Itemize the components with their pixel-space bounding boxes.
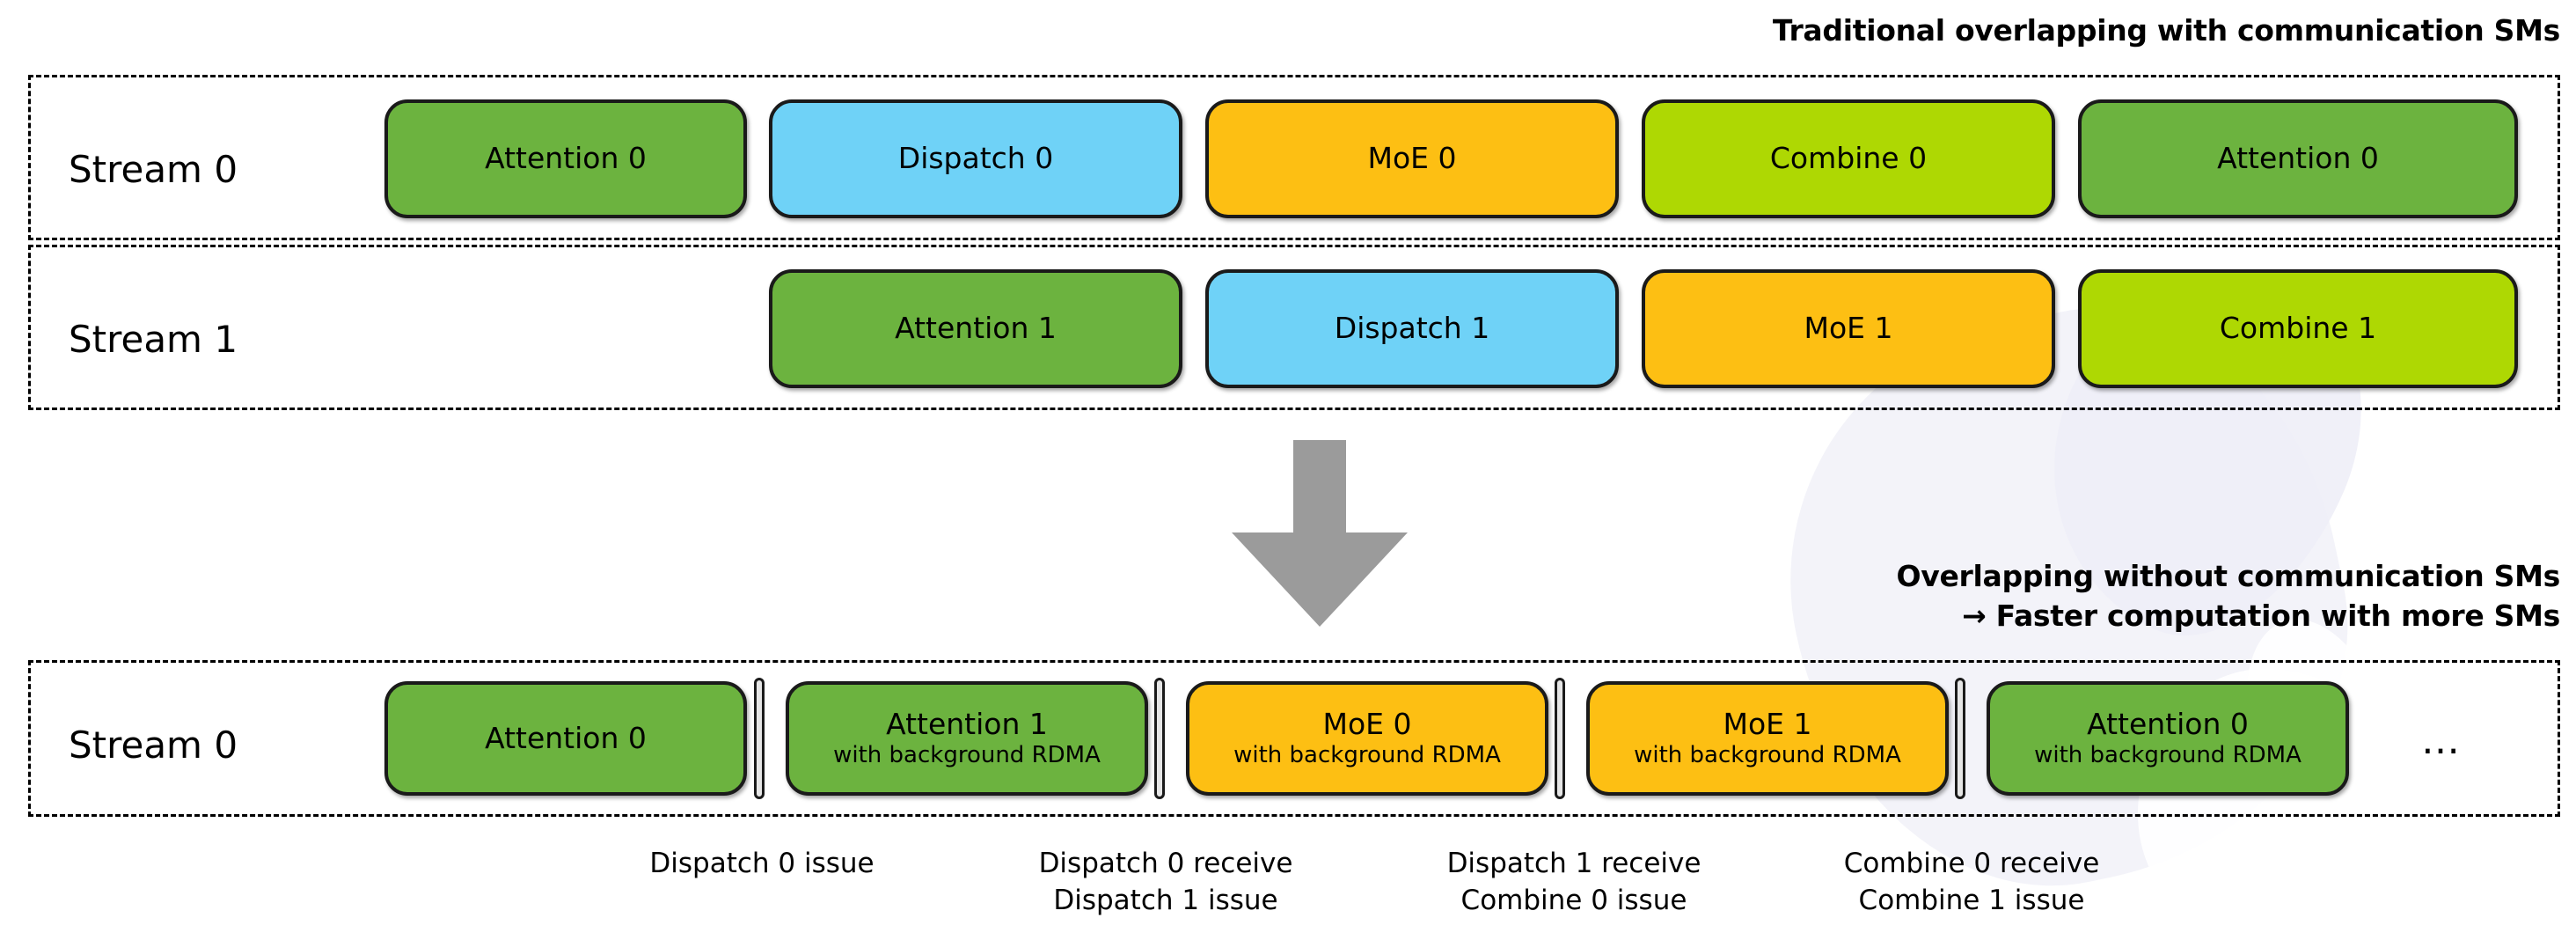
task-box-attention-1-optimized[interactable]: Attention 1 with background RDMA (786, 681, 1148, 796)
down-arrow-icon (1232, 440, 1408, 627)
kernel-boundary-separator-3 (1555, 678, 1565, 799)
annotation-dispatch-1-receive: Dispatch 1 receive Combine 0 issue (1446, 848, 1701, 916)
kernel-boundary-separator-1 (754, 678, 765, 799)
task-title: Combine 1 (2219, 311, 2377, 346)
task-title: MoE 1 (1804, 311, 1893, 346)
task-title: Attention 0 (485, 141, 647, 176)
task-title: Attention 0 (485, 720, 647, 755)
task-box-attention-0-stream0[interactable]: Attention 0 (384, 99, 747, 218)
task-title: MoE 0 (1322, 706, 1412, 741)
kernel-boundary-separator-2 (1154, 678, 1165, 799)
task-subtitle: with background RDMA (2034, 741, 2302, 768)
task-title: Attention 1 (886, 706, 1048, 741)
task-subtitle: with background RDMA (1634, 741, 1901, 768)
annotation-dispatch-0-receive: Dispatch 0 receive Dispatch 1 issue (1038, 848, 1293, 916)
task-box-moe-1-optimized[interactable]: MoE 1 with background RDMA (1586, 681, 1949, 796)
annotation-combine-0-receive: Combine 0 receive Combine 1 issue (1843, 848, 2100, 916)
task-title: MoE 1 (1723, 706, 1812, 741)
task-box-attention-0-repeat-optimized[interactable]: Attention 0 with background RDMA (1987, 681, 2349, 796)
task-box-dispatch-1-stream1[interactable]: Dispatch 1 (1205, 269, 1619, 388)
task-box-moe-0-optimized[interactable]: MoE 0 with background RDMA (1186, 681, 1548, 796)
task-title: Combine 0 (1769, 141, 1928, 176)
stream-0-traditional-frame (28, 75, 2560, 240)
task-box-moe-1-stream1[interactable]: MoE 1 (1642, 269, 2055, 388)
optimized-section-caption: Overlapping without communication SMs → … (1896, 559, 2561, 633)
task-box-attention-0-repeat-stream0[interactable]: Attention 0 (2078, 99, 2518, 218)
task-box-attention-0-optimized[interactable]: Attention 0 (384, 681, 747, 796)
task-title: Attention 0 (2087, 706, 2249, 741)
task-title: Attention 0 (2217, 141, 2379, 176)
traditional-section-caption: Traditional overlapping with communicati… (1772, 13, 2560, 48)
annotation-dispatch-0-issue: Dispatch 0 issue (649, 848, 875, 879)
task-title: Dispatch 1 (1334, 311, 1490, 346)
kernel-boundary-separator-4 (1955, 678, 1965, 799)
stream-1-traditional-frame (28, 245, 2560, 410)
task-subtitle: with background RDMA (1233, 741, 1501, 768)
task-subtitle: with background RDMA (833, 741, 1101, 768)
task-box-combine-0-stream0[interactable]: Combine 0 (1642, 99, 2055, 218)
task-title: MoE 0 (1367, 141, 1457, 176)
task-box-moe-0-stream0[interactable]: MoE 0 (1205, 99, 1619, 218)
task-title: Dispatch 0 (897, 141, 1054, 176)
continuation-ellipsis: … (2421, 718, 2463, 763)
stream-label-1-traditional: Stream 1 (69, 318, 238, 361)
task-box-combine-1-stream1[interactable]: Combine 1 (2078, 269, 2518, 388)
stream-label-0-optimized: Stream 0 (69, 723, 238, 767)
stream-0-optimized-frame (28, 660, 2560, 817)
stream-label-0-traditional: Stream 0 (69, 148, 238, 191)
task-box-dispatch-0-stream0[interactable]: Dispatch 0 (769, 99, 1182, 218)
task-box-attention-1-stream1[interactable]: Attention 1 (769, 269, 1182, 388)
task-title: Attention 1 (895, 311, 1057, 346)
